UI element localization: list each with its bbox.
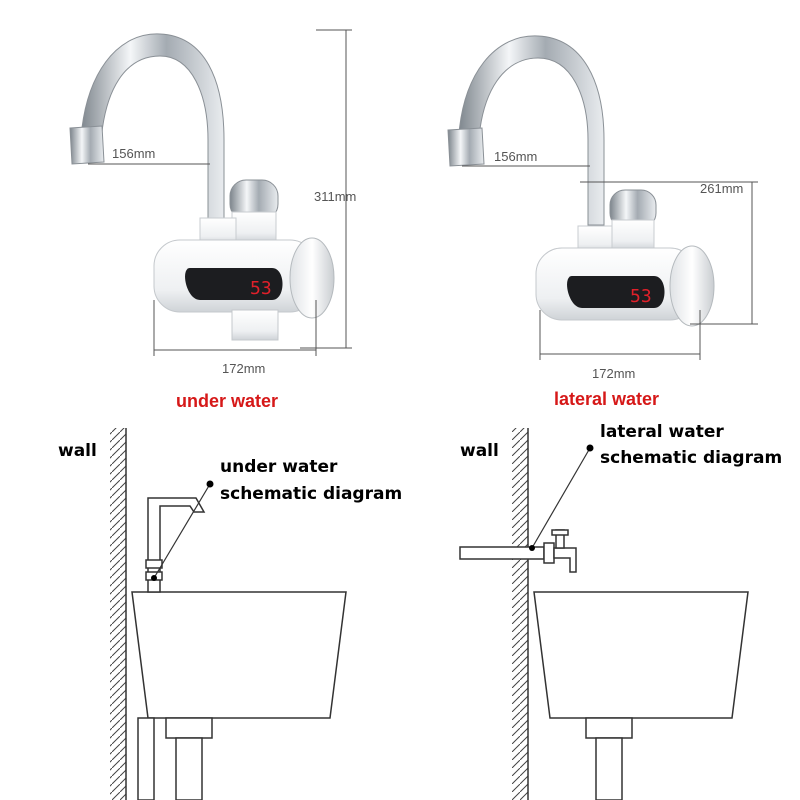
right-display-panel [567, 276, 665, 308]
left-body-width: 172mm [222, 361, 265, 376]
right-leader-line [531, 447, 591, 549]
right-body-width: 172mm [592, 366, 635, 381]
left-mount-label: under water [176, 391, 278, 411]
right-schematic-nut [543, 542, 555, 564]
right-end-cap [669, 245, 715, 327]
left-leader-line [153, 483, 211, 579]
right-spout [457, 35, 605, 226]
left-dimension-lines [88, 29, 352, 356]
right-mount-label: lateral water [554, 389, 659, 409]
right-handle-base [611, 219, 655, 251]
left-wall-hatch [110, 428, 126, 800]
left-aerator [69, 125, 105, 165]
left-display-panel [185, 268, 283, 300]
left-schematic-nut-1 [145, 559, 163, 569]
left-drain-cap [165, 717, 213, 739]
left-height: 311mm [314, 189, 356, 204]
left-inlet [231, 309, 279, 341]
left-end-cap [289, 237, 335, 319]
left-wall-label: wall [58, 441, 97, 461]
right-leader-end [529, 545, 535, 551]
right-height: 261mm [700, 181, 743, 196]
left-supply-pipe [137, 717, 155, 800]
right-display-reading: 53 [630, 286, 652, 307]
left-handle-base [231, 211, 277, 243]
right-spout-width: 156mm [494, 149, 537, 164]
left-spout-width: 156mm [112, 146, 155, 161]
right-schematic-valve-top [551, 529, 569, 536]
left-caption-line2: schematic diagram [220, 484, 402, 504]
right-wall-label: wall [460, 441, 499, 461]
left-leader-end [151, 575, 157, 581]
left-display-reading: 53 [250, 278, 272, 299]
right-dimension-lines [462, 165, 758, 360]
right-drain-pipe [595, 737, 623, 800]
right-leader-dot [586, 444, 594, 452]
right-sink [533, 591, 749, 719]
right-faucet: 53 156mm 261mm 172mm lateral water [447, 35, 758, 409]
left-spout [79, 33, 225, 226]
left-schematic: wall under water schematic diagram [58, 428, 402, 800]
left-caption-line1: under water [220, 457, 338, 477]
left-leader-dot [206, 480, 214, 488]
right-aerator [447, 127, 485, 167]
left-sink [131, 591, 347, 719]
left-drain-pipe [175, 737, 203, 800]
right-caption-line1: lateral water [600, 422, 724, 442]
right-caption-line2: schematic diagram [600, 448, 782, 468]
right-drain-cap [585, 717, 633, 739]
right-wall-hatch [512, 428, 528, 800]
right-schematic-faucet [553, 547, 577, 573]
left-faucet: 53 156mm 311mm 172mm under water [69, 29, 356, 411]
right-schematic: wall lateral water schematic diagram [459, 422, 782, 800]
